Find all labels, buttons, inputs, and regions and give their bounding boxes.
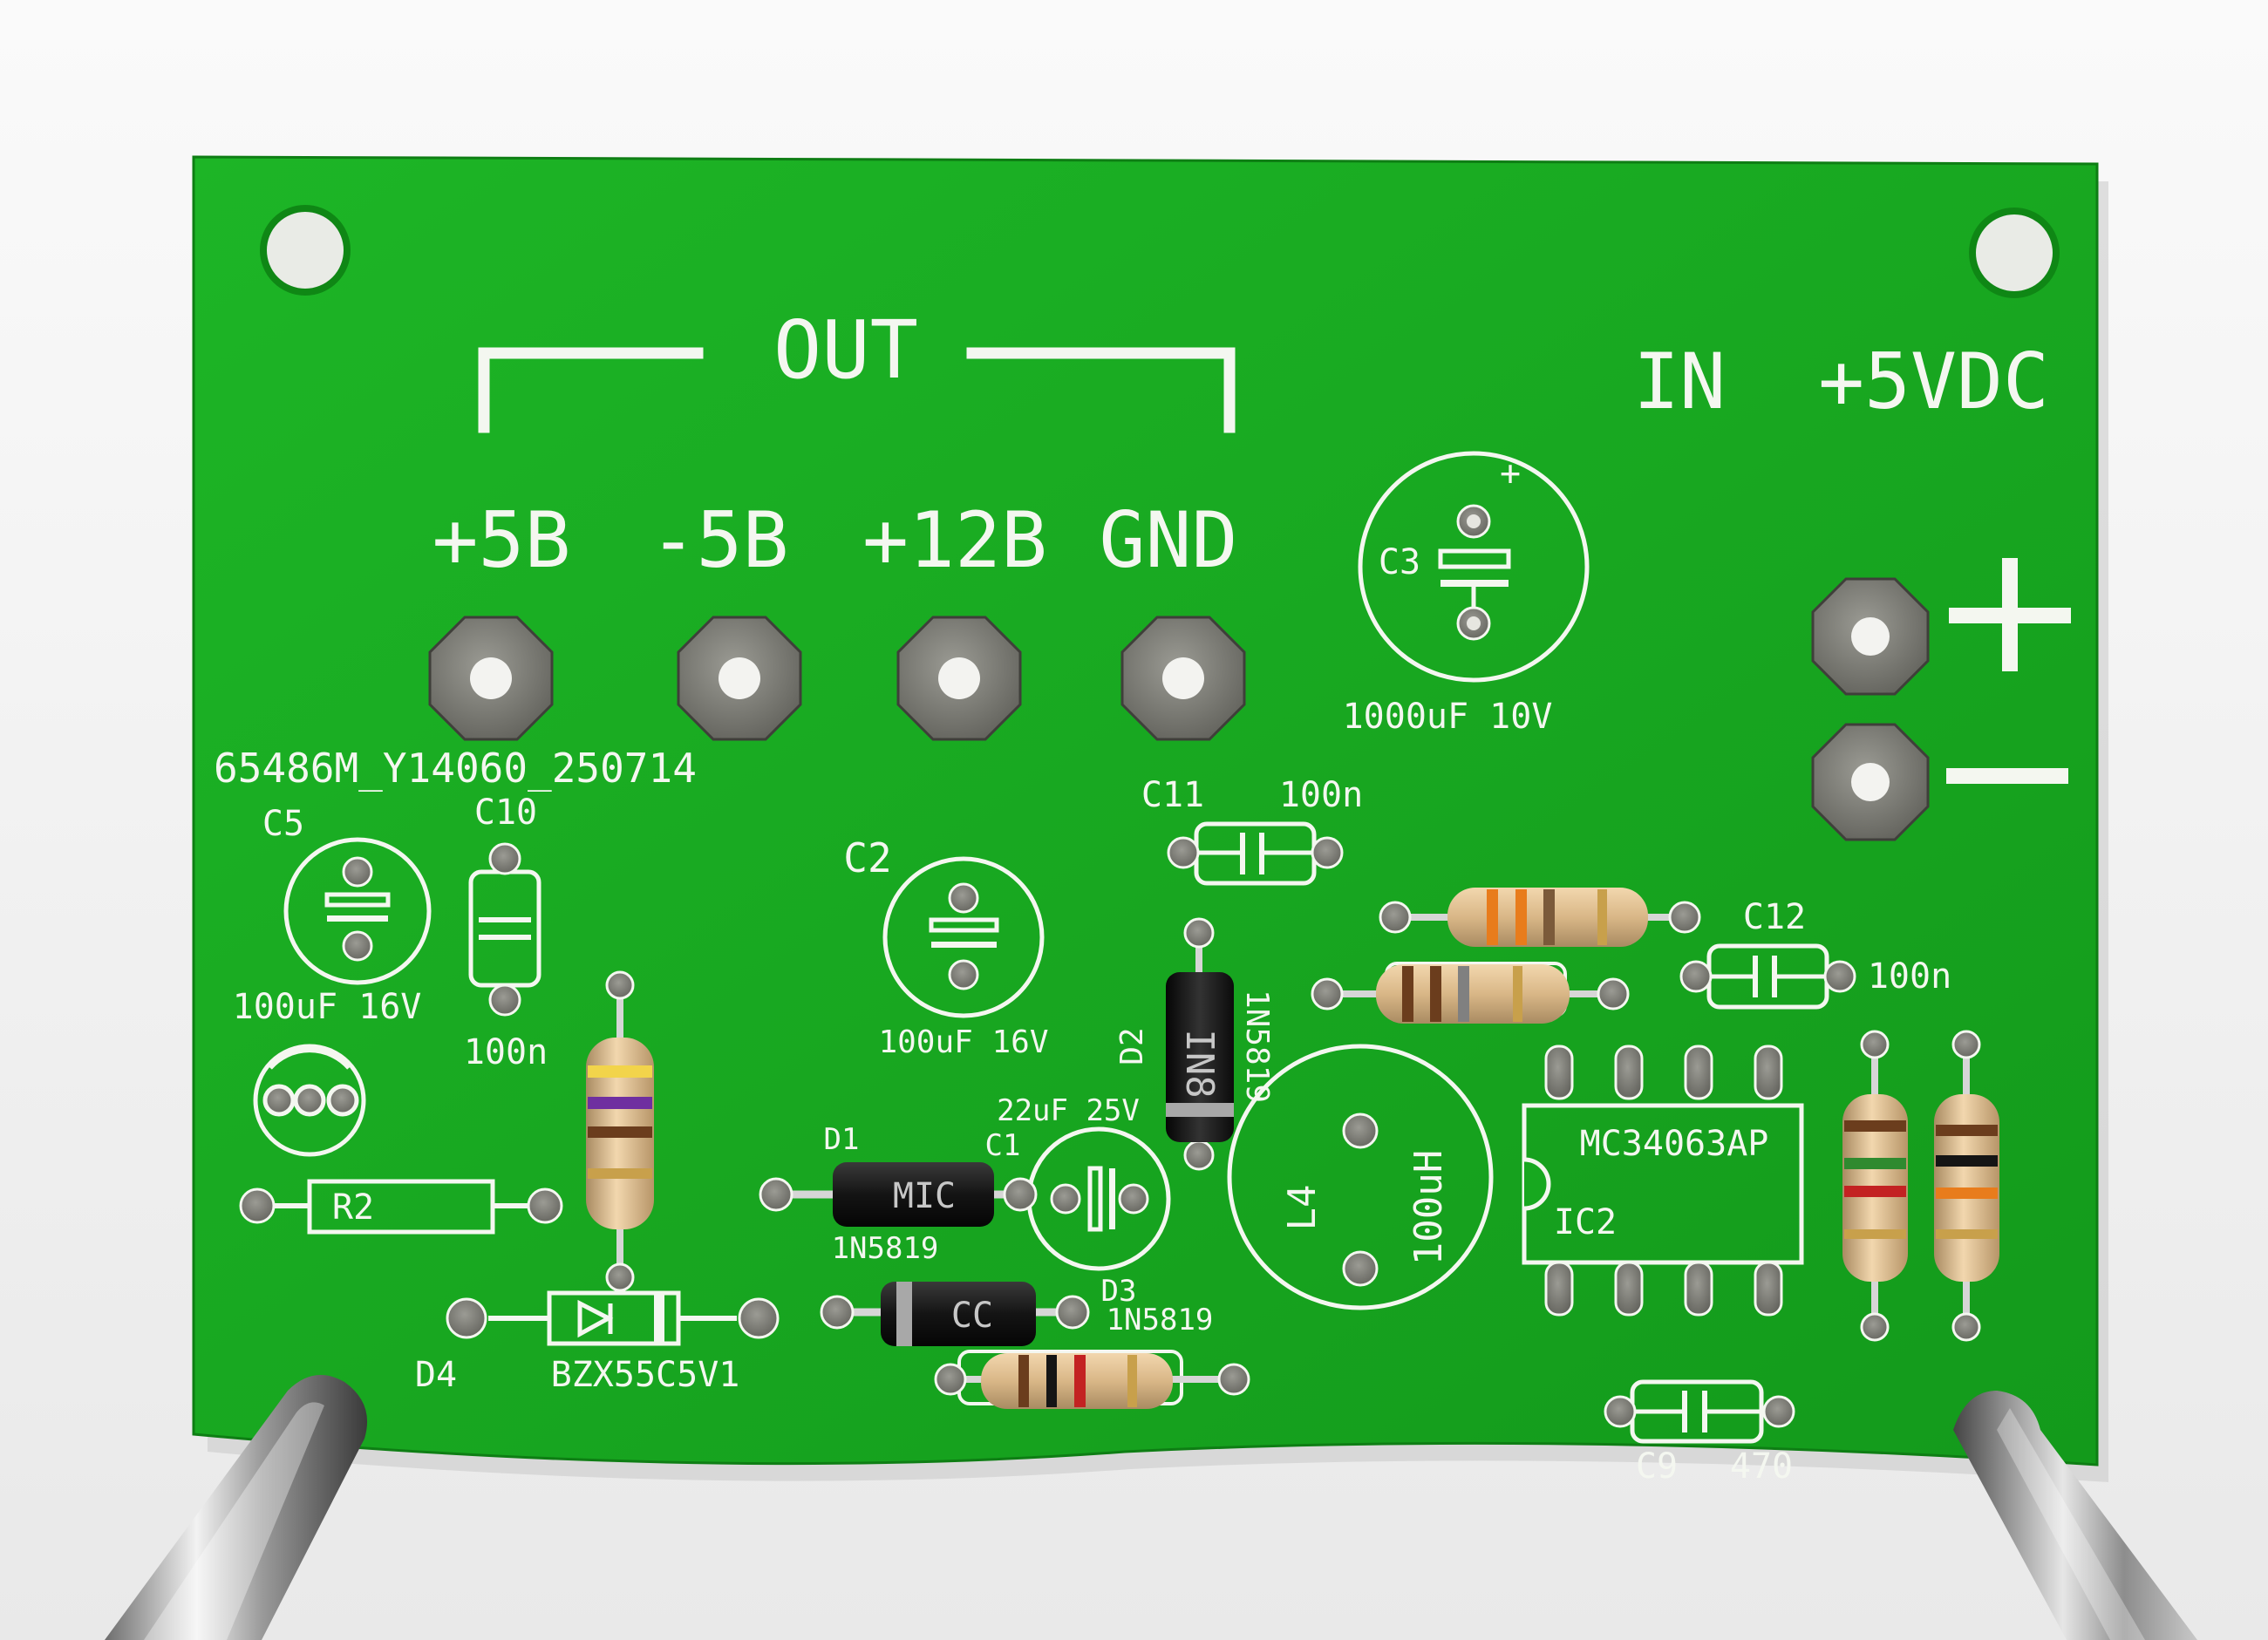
c2-label: C2 [843, 834, 891, 881]
c1-footprint [1026, 1126, 1171, 1271]
svg-text:CC: CC [951, 1296, 993, 1336]
resistor-vertical-right-1 [1842, 1030, 1908, 1342]
plus-mark [1949, 558, 2071, 671]
resistor-bottom [1311, 962, 1630, 1024]
pad-m5 [677, 616, 802, 741]
c10-footprint [468, 842, 541, 1017]
d4-footprint [446, 1290, 780, 1346]
d1-part: 1N5819 [832, 1231, 939, 1266]
output-pads [428, 616, 1246, 741]
d3-diode: CC [820, 1282, 1090, 1346]
ic2-part: MC34063AP [1580, 1124, 1769, 1164]
out-bracket [478, 347, 1236, 433]
clamp-left [105, 1375, 368, 1640]
c5-label: C5 [262, 804, 304, 844]
ic2-label: IC2 [1554, 1202, 1617, 1242]
l4-footprint [1227, 1044, 1494, 1310]
svg-text:MIC: MIC [893, 1176, 956, 1216]
resistor-bottom-middle [934, 1350, 1250, 1409]
resistor-top [1379, 888, 1701, 947]
board-id: 65486M_Y14060_250714 [214, 745, 697, 792]
input-pad-minus [1811, 723, 1930, 841]
c2-footprint [882, 856, 1045, 1018]
terminal-label-m5: -5B [650, 495, 789, 585]
d3-label: D3 [1101, 1274, 1137, 1309]
resistor-vertical-right-2 [1934, 1030, 1999, 1342]
d2-label: D2 [1114, 1027, 1150, 1065]
c5-footprint [283, 837, 432, 985]
terminal-label-gnd: GND [1100, 495, 1238, 585]
c12-label: C12 [1743, 897, 1806, 937]
d1-label: D1 [824, 1122, 860, 1157]
transistor-footprint [253, 1044, 366, 1157]
pcb-board [192, 155, 2099, 1466]
in-label: IN +5VDC [1633, 337, 2049, 426]
ic2-footprint [1522, 1045, 1804, 1317]
c12-value: 100n [1868, 956, 1951, 997]
d3-part: 1N5819 [1107, 1303, 1214, 1337]
c9-label: C9 [1636, 1446, 1678, 1487]
clamp-right [1953, 1391, 2197, 1640]
out-label: OUT [773, 303, 918, 397]
c9-value: 470 [1730, 1446, 1793, 1487]
terminal-label-p5: +5B [432, 495, 571, 585]
c3-value: 1000uF 10V [1343, 697, 1553, 737]
d2-diode: IN8 [1166, 917, 1234, 1171]
c1-label: C1 [985, 1128, 1021, 1163]
c12-footprint [1679, 943, 1856, 1010]
terminal-label-p12: +12B [862, 495, 1047, 585]
c10-label: C10 [474, 793, 537, 833]
d4-part: BZX55C5V1 [551, 1355, 740, 1395]
pad-gnd [1120, 616, 1246, 741]
mounting-hole [260, 205, 351, 296]
c11-label: C11 [1141, 775, 1204, 815]
input-pad-plus [1811, 577, 1930, 696]
c11-value: 100n [1279, 775, 1363, 815]
svg-text:IN8: IN8 [1177, 1029, 1222, 1098]
r2-label: R2 [332, 1187, 374, 1228]
pad-p5 [428, 616, 554, 741]
c2-value: 100uF 16V [878, 1024, 1048, 1060]
c9-footprint [1604, 1379, 1795, 1444]
c10-value: 100n [464, 1032, 548, 1072]
mounting-hole [1969, 208, 2060, 298]
resistor-vertical-left [586, 970, 654, 1292]
d1-diode: MIC [759, 1162, 1038, 1227]
d4-label: D4 [415, 1355, 457, 1395]
c5-value: 100uF 16V [233, 987, 422, 1027]
c3-label: C3 [1379, 542, 1420, 582]
c1-value: 22uF 25V [997, 1093, 1140, 1128]
r2-footprint [239, 1179, 563, 1235]
c3-footprint [1358, 451, 1590, 683]
minus-mark [1946, 768, 2068, 784]
pad-p12 [896, 616, 1022, 741]
l4-value: 100uH [1406, 1150, 1451, 1265]
c11-footprint [1167, 821, 1344, 886]
l4-label: L4 [1280, 1185, 1325, 1231]
